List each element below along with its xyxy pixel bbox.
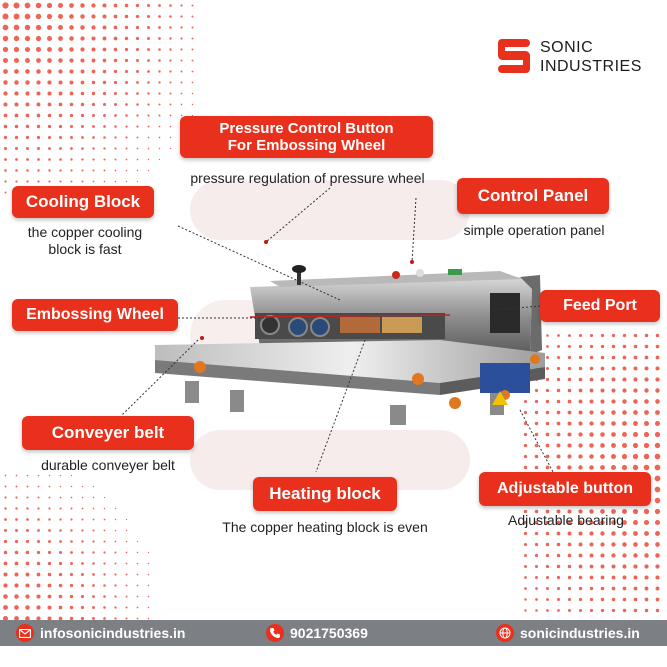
sonic-s-logo-icon [498,39,530,74]
cooling-block-desc: the copper cooling block is fast [10,224,160,258]
phone-icon [266,624,284,642]
conveyer-belt-desc: durable conveyer belt [41,457,175,473]
dot-pattern-right [523,333,661,613]
control-panel-desc: simple operation panel [463,222,605,238]
footer-email-text: infosonicindustries.in [40,625,186,641]
feed-port-label: Feed Port [540,290,660,322]
pressure-control-title-line2: For Embossing Wheel [227,137,386,154]
adjustable-button-label: Adjustable button [479,472,651,506]
cooling-block-desc-line2: block is fast [48,240,122,257]
contact-footer: infosonicindustries.in 9021750369 sonici… [0,620,667,646]
pressure-control-desc: pressure regulation of pressure wheel [190,170,425,186]
footer-website[interactable]: sonicindustries.in [496,624,640,642]
pressure-control-label: Pressure Control Button For Embossing Wh… [180,116,433,158]
cooling-block-desc-line1: the copper cooling [27,224,143,240]
heating-block-label: Heating block [253,477,397,511]
brand-name: SONIC INDUSTRIES [540,38,642,76]
brand-logo: SONIC INDUSTRIES [496,38,642,76]
footer-email[interactable]: infosonicindustries.in [16,624,185,642]
globe-icon [496,624,514,642]
brand-name-line2: INDUSTRIES [540,58,642,76]
pressure-control-title-line1: Pressure Control Button [219,119,394,137]
embossing-wheel-label: Embossing Wheel [12,299,178,331]
footer-website-text: sonicindustries.in [520,625,640,641]
adjustable-button-desc: Adjustable bearing [508,512,624,528]
dot-pattern-bottom-left [2,474,150,620]
cooling-block-label: Cooling Block [12,186,154,218]
heating-block-desc: The copper heating block is even [222,519,428,535]
brand-name-line1: SONIC [540,39,594,56]
envelope-icon [16,624,34,642]
dot-pattern-top-left [2,2,194,194]
band-sealer-machine [155,265,545,425]
conveyer-belt-label: Conveyer belt [22,416,194,450]
footer-phone-text: 9021750369 [290,625,368,641]
footer-phone[interactable]: 9021750369 [266,624,368,642]
control-panel-label: Control Panel [457,178,609,214]
